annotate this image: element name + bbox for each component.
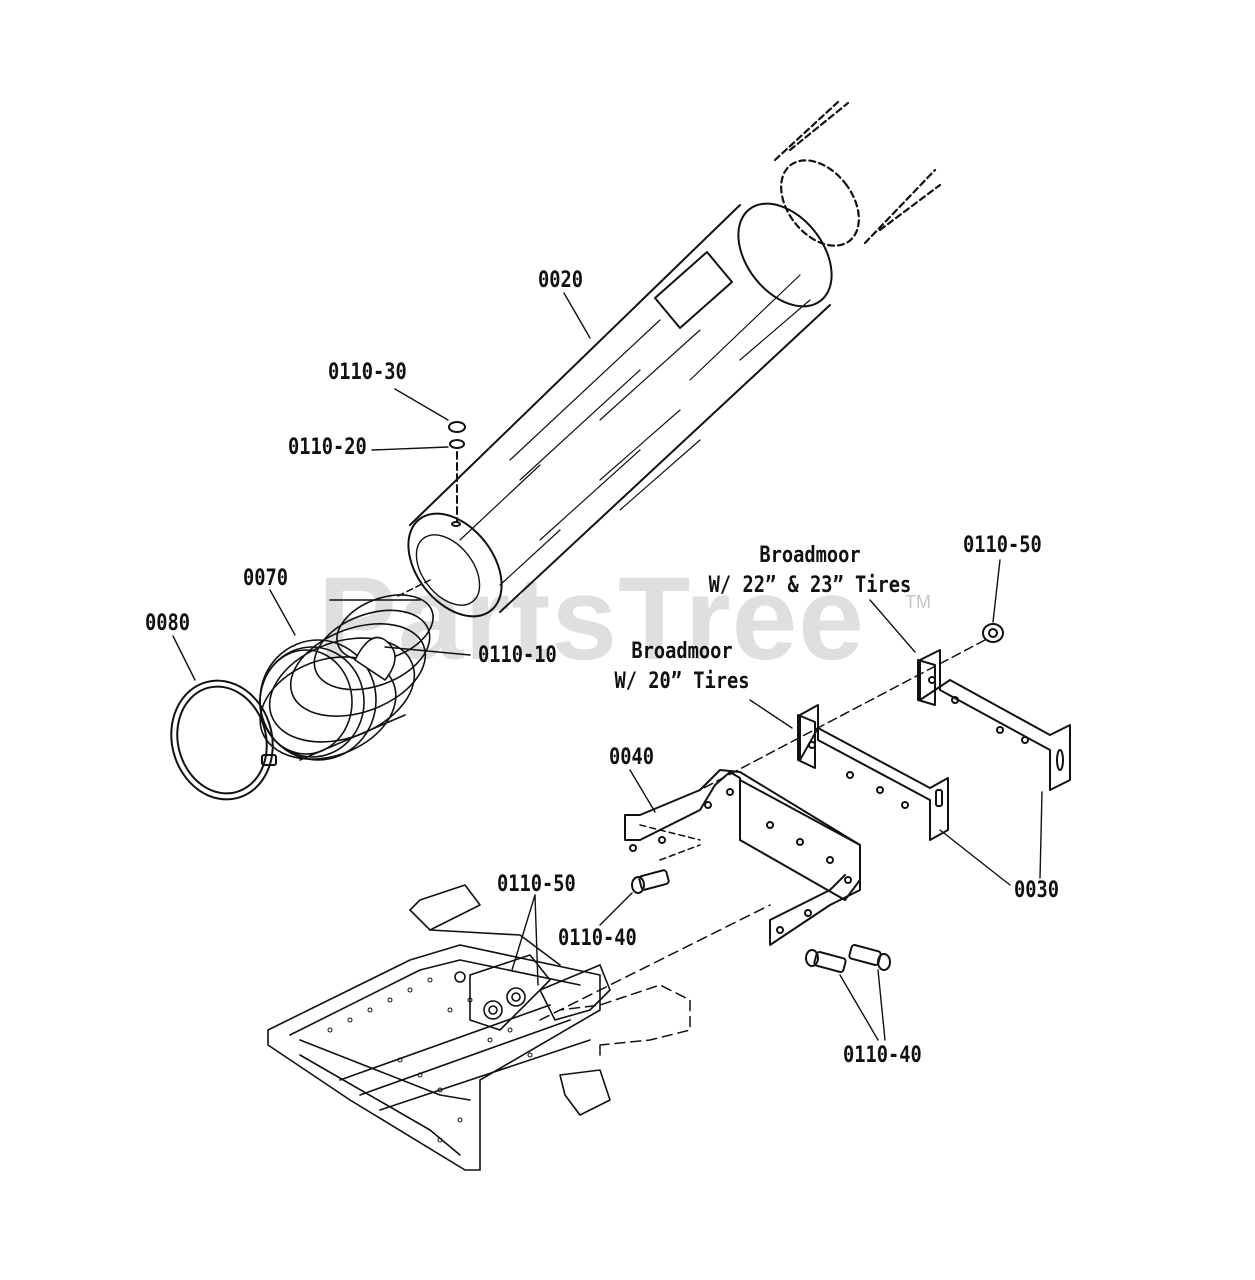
callout-0110-50-bottom: 0110-50 bbox=[497, 872, 576, 897]
note-broadmoor-20-line1: Broadmoor bbox=[631, 639, 733, 664]
callout-0070: 0070 bbox=[243, 566, 289, 591]
nut-0110-50-top bbox=[982, 623, 1004, 643]
note-broadmoor-20-line2: W/ 20” Tires bbox=[614, 669, 750, 694]
main-tube-0020 bbox=[407, 202, 833, 618]
callout-0110-30: 0110-30 bbox=[328, 360, 407, 385]
callout-0110-40-left: 0110-40 bbox=[558, 926, 637, 951]
callout-0110-10: 0110-10 bbox=[478, 643, 557, 668]
bolt-0110-40-right-b bbox=[848, 944, 891, 971]
bracket-20-tires bbox=[797, 704, 949, 841]
bolt-0110-40-right-a bbox=[805, 949, 847, 973]
flex-hose-0070 bbox=[259, 594, 434, 761]
leader-lines bbox=[172, 292, 1043, 1041]
note-broadmoor-20-tires: Broadmoor W/ 20” Tires bbox=[610, 637, 755, 697]
tractor-frame bbox=[267, 884, 611, 1171]
callout-0030: 0030 bbox=[1014, 878, 1060, 903]
alignment-dashed-line-1 bbox=[699, 639, 986, 791]
callout-0080: 0080 bbox=[145, 611, 191, 636]
frame-dashed-outline bbox=[539, 904, 771, 1061]
callout-0020: 0020 bbox=[538, 268, 584, 293]
note-broadmoor-22-23-tires: Broadmoor W/ 22” & 23” Tires bbox=[708, 541, 912, 601]
screw-and-washer bbox=[448, 421, 466, 527]
bracket-22-23-tires bbox=[917, 649, 1071, 791]
callout-0110-20: 0110-20 bbox=[288, 435, 367, 460]
callout-0110-50-top: 0110-50 bbox=[963, 533, 1042, 558]
bracket-0040 bbox=[624, 769, 861, 946]
note-broadmoor-22-line1: Broadmoor bbox=[759, 543, 861, 568]
alignment-dashed-line-2 bbox=[397, 579, 431, 597]
note-broadmoor-22-line2: W/ 22” & 23” Tires bbox=[708, 573, 912, 598]
callout-0110-40-right: 0110-40 bbox=[843, 1043, 922, 1068]
callout-0040: 0040 bbox=[609, 745, 655, 770]
upper-tube-extension bbox=[773, 100, 942, 247]
bolt-0110-40-left bbox=[631, 869, 670, 894]
hose-clamp-0080 bbox=[170, 679, 277, 801]
trademark-mark: TM bbox=[905, 592, 931, 612]
